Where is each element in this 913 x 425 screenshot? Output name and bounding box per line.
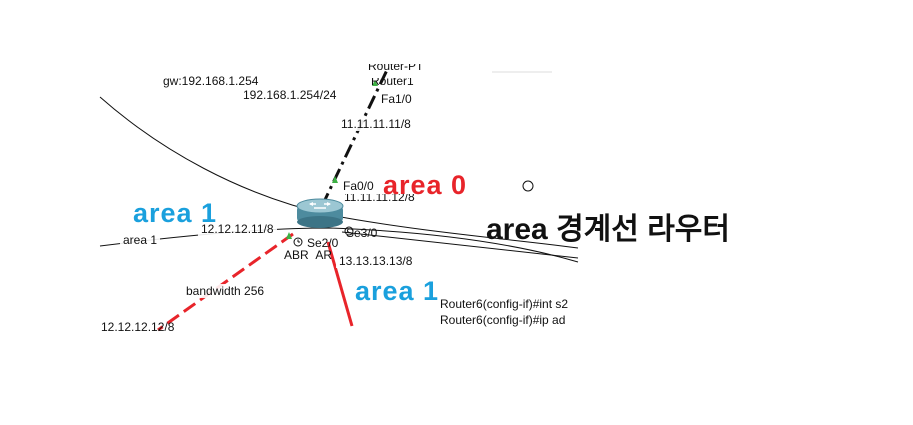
clock-icon (344, 226, 354, 236)
port-status-fa0-0 (332, 176, 338, 183)
clock-icon (293, 237, 303, 247)
label-area-1-link: area 1 (120, 233, 161, 247)
label-gateway-ip: 192.168.1.254/24 (243, 88, 337, 102)
label-net-11-b: 11.11.11.12/8 (344, 194, 415, 204)
link-serial-abr-bottom[interactable] (326, 241, 354, 327)
area-1-left-label: area 1 (133, 198, 218, 228)
link-serial-abr-left[interactable] (157, 232, 294, 332)
label-fa1-0: Fa1/0 (378, 92, 415, 106)
label-router-pt: Router-PT (368, 64, 424, 72)
label-gateway: gw:192.168.1.254 (163, 74, 259, 88)
circle-icon (522, 180, 534, 192)
caption-area-border-router: area 경계선 라우터 (486, 213, 730, 246)
label-net-13: 13.13.13.13/8 (336, 254, 416, 268)
console-line-1: Router6(config-if)#int s2 (440, 297, 569, 311)
label-se2-0: Se2/0 (307, 236, 339, 250)
area-boundary-arc-lower (99, 227, 579, 263)
area-0-label: area 0 (383, 170, 468, 200)
label-bandwidth: bandwidth 256 (183, 284, 268, 298)
label-se3-0: Se3/0 (346, 226, 378, 240)
router-icon[interactable] (296, 198, 344, 228)
area-1-bottom-label: area 1 (355, 276, 440, 306)
port-status-fa1-0 (372, 80, 378, 86)
label-abr-name: ABR_AR (284, 250, 333, 260)
label-net-11-a: 11.11.11.11/8 (338, 117, 414, 131)
port-status-se2-0 (286, 232, 292, 239)
console-snippet: Router6(config-if)#int s2 Router6(config… (440, 296, 576, 330)
link-fa-abr-router1[interactable] (320, 69, 389, 207)
label-router1: Router1 (371, 78, 414, 87)
label-net-12-a: 12.12.12.11/8 (198, 222, 277, 236)
label-net-12-b: 12.12.12.12/8 (101, 320, 175, 334)
label-fa0-0: Fa0/0 (340, 179, 377, 193)
console-line-2: Router6(config-if)#ip ad (440, 313, 566, 327)
link-se3-0[interactable] (341, 231, 579, 259)
